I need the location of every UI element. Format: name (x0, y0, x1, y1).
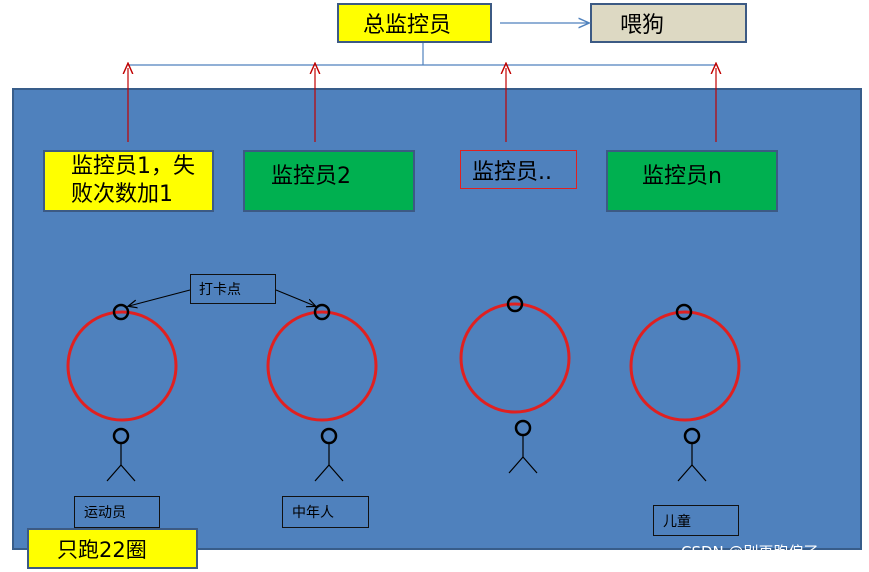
checkpoint-1 (112, 303, 130, 321)
checkpoint-4 (675, 303, 693, 321)
monitor-box-n: 监控员n (606, 150, 778, 212)
checkpoint-3 (506, 295, 524, 313)
supervisor-box: 总监控员 (337, 3, 492, 43)
checkpoint-2 (313, 303, 331, 321)
runner-label-3: 儿童 (663, 513, 691, 530)
checkpoint-label-box: 打卡点 (190, 274, 276, 304)
runner-figure-1 (106, 427, 136, 482)
runner-label-box-1: 运动员 (74, 496, 160, 528)
feed-dog-label: 喂狗 (620, 13, 665, 38)
lap-limit-box: 只跑22圈 (27, 528, 198, 569)
runner-label-box-3: 儿童 (653, 505, 739, 536)
runner-figure-3 (508, 419, 538, 474)
monitor-box-1: 监控员1，失败次数加1 (43, 150, 214, 212)
lap-limit-label: 只跑22圈 (57, 537, 147, 562)
runner-label-2: 中年人 (292, 505, 334, 521)
runner-label-box-2: 中年人 (282, 496, 369, 528)
runner-label-1: 运动员 (84, 505, 126, 521)
checkpoint-pointer-left (129, 289, 191, 306)
csdn-watermark: CSDN @别再跑偏了 (681, 543, 819, 561)
checkpoint-label: 打卡点 (199, 282, 241, 298)
supervisor-label: 总监控员 (363, 13, 452, 38)
track-2 (266, 310, 378, 422)
track-4 (629, 310, 741, 422)
monitor-box-3: 监控员.. (460, 150, 577, 189)
monitor-label-2: 监控员2 (271, 164, 351, 189)
track-1 (66, 310, 178, 422)
monitor-box-2: 监控员2 (243, 150, 415, 212)
runner-figure-2 (314, 427, 344, 482)
monitor-label-3: 监控员.. (472, 159, 552, 185)
checkpoint-pointer-right (275, 289, 315, 306)
track-3 (459, 302, 571, 414)
monitor-label-n: 监控员n (642, 164, 722, 189)
feed-dog-box: 喂狗 (590, 3, 747, 43)
monitor-label-1: 监控员1，失败次数加1 (71, 154, 195, 207)
runner-figure-4 (677, 427, 707, 482)
